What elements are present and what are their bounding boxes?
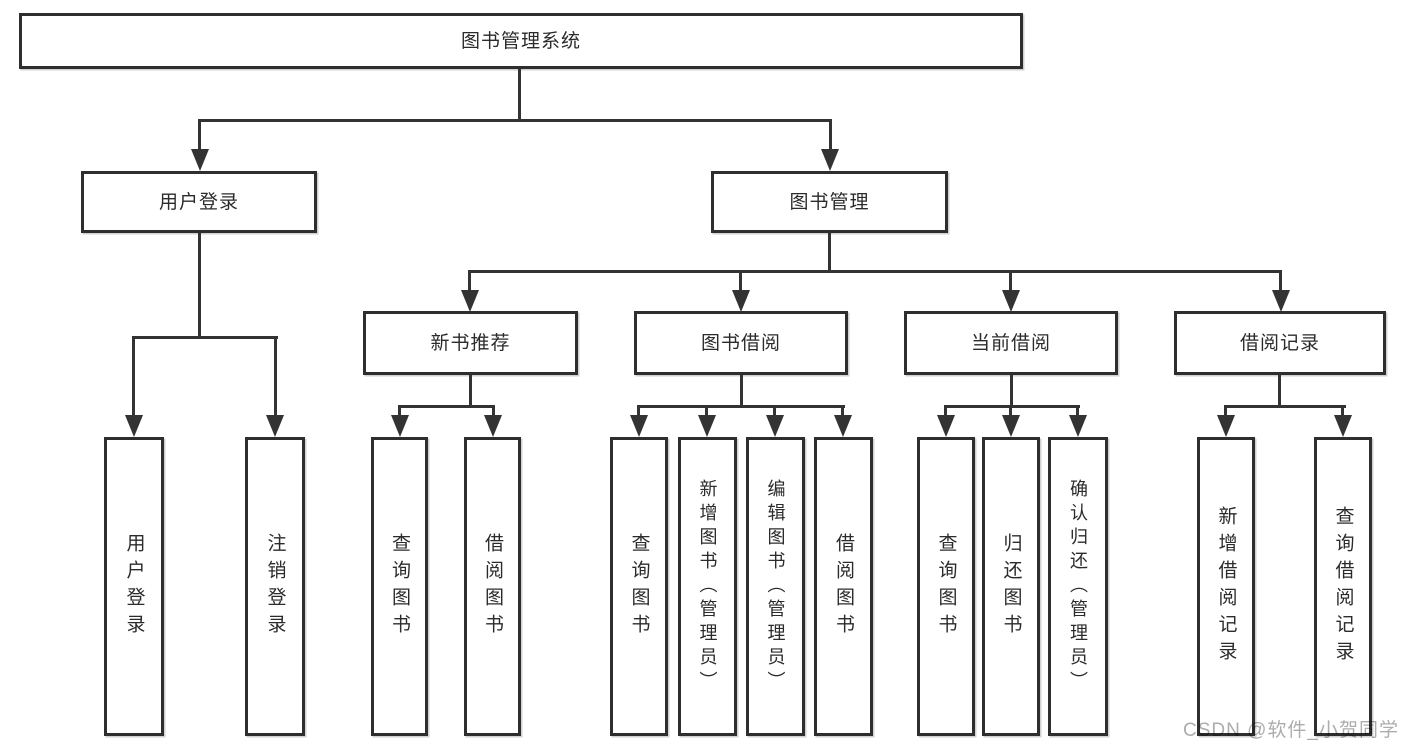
connector-line [841,405,844,417]
node-label: 用户登录 [158,191,239,213]
arrow-down-icon [1002,415,1020,437]
leaf-add-borrow-record: 新增借阅记录 [1197,437,1255,736]
arrow-down-icon [937,415,955,437]
leaf-query-book-newbook: 查询图书 [371,437,428,736]
connector-line [518,69,521,122]
arrow-down-icon [191,149,209,171]
connector-line [1341,405,1344,417]
leaf-label: 借阅图书 [482,532,503,641]
arrow-down-icon [461,290,479,312]
leaf-label: 新增借阅记录 [1215,505,1237,668]
leaf-label: 查询图书 [628,532,650,641]
leaf-label: 确认归还（管理员） [1068,478,1088,695]
connector-line [398,405,401,417]
leaf-logout: 注销登录 [245,437,305,736]
node-label: 新书推荐 [430,332,511,354]
connector-line [274,336,277,416]
leaf-label: 借阅图书 [833,532,854,641]
node-label: 图书管理 [789,191,870,213]
leaf-label: 注销登录 [264,532,286,641]
connector-line [198,233,201,339]
arrow-down-icon [821,149,839,171]
connector-line [705,405,708,417]
arrow-down-icon [1272,290,1290,312]
watermark: CSDN @软件_小贺同学 [1183,720,1399,741]
connector-line [1278,375,1281,408]
connector-line [1010,375,1013,408]
arrow-down-icon [125,415,143,437]
connector-line [637,405,845,408]
leaf-query-book-borrow: 查询图书 [610,437,668,736]
arrow-down-icon [484,415,502,437]
leaf-user-login: 用户登录 [104,437,164,736]
connector-line [469,375,472,408]
connector-line [492,405,495,417]
node-new-book-recommend: 新书推荐 [363,311,578,375]
connector-line [773,405,776,417]
node-label: 图书管理系统 [460,30,581,52]
arrow-down-icon [766,415,784,437]
connector-line [944,405,947,417]
node-book-management: 图书管理 [711,171,948,233]
node-label: 借阅记录 [1239,332,1320,354]
node-root-system: 图书管理系统 [19,13,1023,69]
node-label: 图书借阅 [700,332,781,354]
arrow-down-icon [1217,415,1235,437]
leaf-query-borrow-record: 查询借阅记录 [1314,437,1372,736]
arrow-down-icon [732,290,750,312]
connector-line [739,270,742,292]
leaf-borrow-book: 借阅图书 [814,437,873,736]
leaf-return-book: 归还图书 [982,437,1040,736]
connector-line [1224,405,1227,417]
leaf-label: 查询图书 [935,532,957,641]
connector-line [1279,270,1282,292]
connector-line [740,375,743,408]
leaf-edit-book-admin: 编辑图书（管理员） [746,437,805,736]
leaf-label: 查询图书 [389,532,410,641]
connector-line [198,119,201,151]
connector-line [944,405,1080,408]
leaf-label: 新增图书（管理员） [697,478,718,695]
leaf-label: 归还图书 [1000,532,1022,641]
arrow-down-icon [630,415,648,437]
node-user-login: 用户登录 [81,171,317,233]
connector-line [468,270,1282,273]
leaf-borrow-book-newbook: 借阅图书 [464,437,521,736]
connector-line [1224,405,1346,408]
leaf-confirm-return-admin: 确认归还（管理员） [1048,437,1108,736]
node-book-borrow: 图书借阅 [634,311,848,375]
connector-line [198,119,832,122]
leaf-label: 编辑图书（管理员） [765,478,786,695]
connector-line [637,405,640,417]
node-current-borrow: 当前借阅 [904,311,1118,375]
connector-line [398,405,495,408]
arrow-down-icon [698,415,716,437]
arrow-down-icon [391,415,409,437]
node-borrow-record: 借阅记录 [1174,311,1386,375]
arrow-down-icon [1069,415,1087,437]
connector-line [1009,270,1012,292]
connector-line [828,233,831,273]
leaf-add-book-admin: 新增图书（管理员） [678,437,737,736]
connector-line [829,119,832,151]
node-label: 当前借阅 [970,332,1051,354]
connector-line [132,336,278,339]
connector-line [1009,405,1012,417]
arrow-down-icon [834,415,852,437]
connector-line [468,270,471,292]
arrow-down-icon [1334,415,1352,437]
arrow-down-icon [1002,290,1020,312]
connector-line [1076,405,1079,417]
arrow-down-icon [266,415,284,437]
leaf-label: 用户登录 [123,532,145,641]
leaf-label: 查询借阅记录 [1332,505,1354,668]
connector-line [132,336,135,416]
leaf-query-book-current: 查询图书 [917,437,975,736]
